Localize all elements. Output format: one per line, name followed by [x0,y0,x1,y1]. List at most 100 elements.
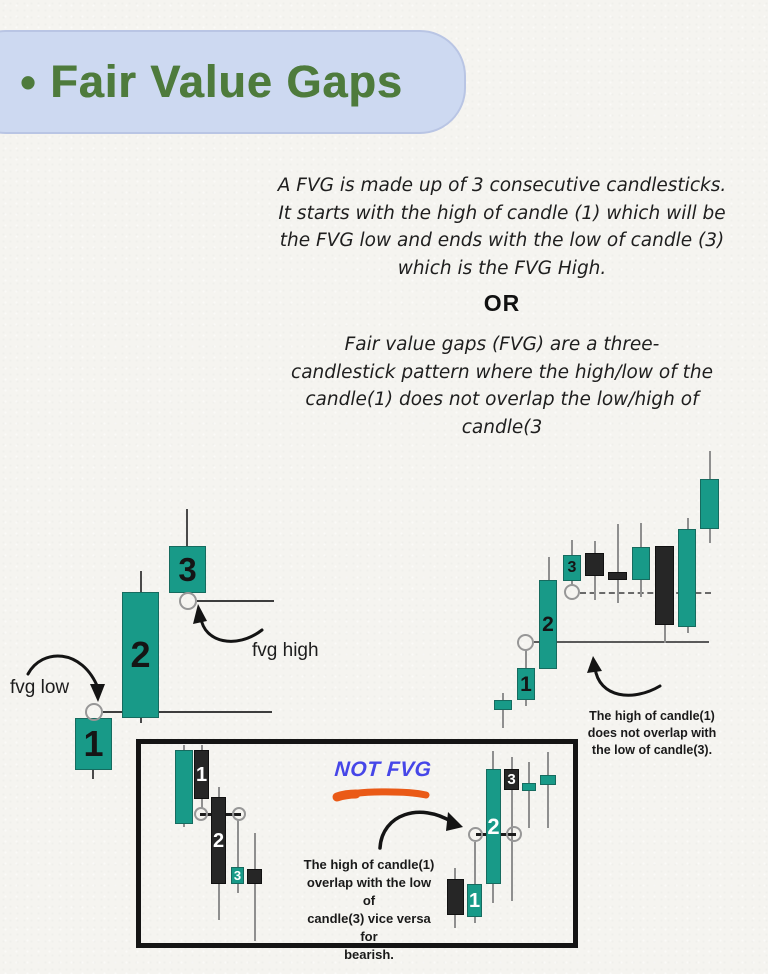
fvg-candle-2: 2 [122,592,159,718]
fvg-candle-3: 3 [169,546,206,593]
candle-wick [709,529,711,543]
bearish-candle-2: 2 [211,797,226,884]
candle-label: 3 [567,559,577,576]
fvg-high-dashed-line [580,592,711,594]
candle-wick [186,509,188,547]
candle-wick [511,789,513,901]
sequence-candle [522,783,536,791]
not-fvg-heading: NOT FVG [333,758,433,781]
fvg-low-arrow [26,654,105,702]
bearish-candle-3: 3 [231,867,244,884]
overlap-marker-circle [506,826,522,842]
bearish-candle-1: 1 [194,750,209,799]
candle-wick [502,693,504,701]
fvg-high-label: fvg high [252,640,319,661]
candle-wick [547,785,549,828]
candle-wick [237,820,239,868]
candle-wick [502,710,504,728]
candle-wick [594,541,596,553]
candle-label: 3 [233,868,242,883]
sequence-candle [175,750,193,824]
or-label: OR [483,290,521,316]
fvg-high-marker-circle [179,592,197,610]
overlap-marker-circle [194,807,208,821]
candle-wick [140,571,142,593]
candle-wick [218,883,220,920]
candle-wick [640,523,642,547]
valid-fvg-candle-3: 3 [563,555,581,581]
sequence-candle [678,529,696,627]
fvg-low-label: fvg low [10,677,70,698]
candle-wick [571,581,573,586]
overlap-marker-circle [468,827,483,842]
fvg-low-line [103,711,272,713]
candle-label: 2 [130,634,151,675]
candle-wick [525,650,527,668]
sequence-candle [540,775,556,785]
sequence-candle [608,572,627,580]
overlap-arrow [378,810,463,850]
candle-wick [254,883,256,941]
sequence-candle [700,479,719,529]
candle-label: 3 [507,771,516,788]
candle-wick [492,751,494,769]
fvg-alt-definition-paragraph: Fair value gaps (FVG) are a three- candl… [291,334,713,438]
fvg-candle-1: 1 [75,718,112,770]
fvg-definition-paragraph: A FVG is made up of 3 consecutive candle… [277,175,727,279]
candle-wick [474,916,476,923]
candle-label: 1 [195,763,208,786]
candle-wick [664,625,666,643]
candle-label: 1 [468,889,481,912]
candle-wick [687,518,689,529]
sequence-candle [655,546,674,625]
sequence-candle [585,553,604,576]
sequence-candle [494,700,512,710]
candle-label: 2 [487,813,500,839]
candle-wick [474,842,476,885]
candle-wick [454,868,456,879]
sequence-candle [247,869,262,884]
candle-label: 1 [83,723,104,764]
candle-wick [687,627,689,633]
fvg-high-marker-circle [564,584,580,600]
candle-label: 3 [178,551,197,588]
overlap-note: The high of candle(1) overlap with the l… [303,857,435,962]
valid-fvg-candle-1: 1 [517,668,535,700]
not-fvg-box [136,739,578,948]
title-banner: • Fair Value Gaps [0,30,466,134]
sequence-candle [447,879,464,915]
candle-wick [709,451,711,479]
candle-wick [183,745,185,751]
overlap-marker-circle [232,807,246,821]
candle-wick [571,540,573,555]
candle-wick [454,914,456,928]
candle-wick [201,798,203,808]
sequence-candle [632,547,650,580]
candle-wick [548,557,550,580]
candle-wick [183,823,185,827]
bullish-candle-1: 1 [467,884,482,917]
candle-label: 1 [520,672,532,696]
fvg-low-level-line [534,641,709,643]
candle-wick [511,757,513,769]
candle-wick [492,883,494,903]
candle-wick [617,580,619,603]
candle-wick [254,833,256,870]
candle-wick [92,769,94,779]
candle-wick [594,576,596,600]
candle-wick [218,787,220,798]
fvg-high-arrow [193,604,264,643]
candle-wick [140,717,142,723]
bullish-candle-3: 3 [504,769,519,790]
candle-wick [528,762,530,784]
candle-wick [525,700,527,706]
valid-fvg-candle-2: 2 [539,580,557,669]
fvg-low-marker-circle [517,634,534,651]
underline-swoosh [332,788,430,802]
candle-wick [237,883,239,893]
candle-wick [640,580,642,597]
candle-wick [617,524,619,573]
candle-wick [201,745,203,751]
candle-label: 2 [542,613,554,636]
